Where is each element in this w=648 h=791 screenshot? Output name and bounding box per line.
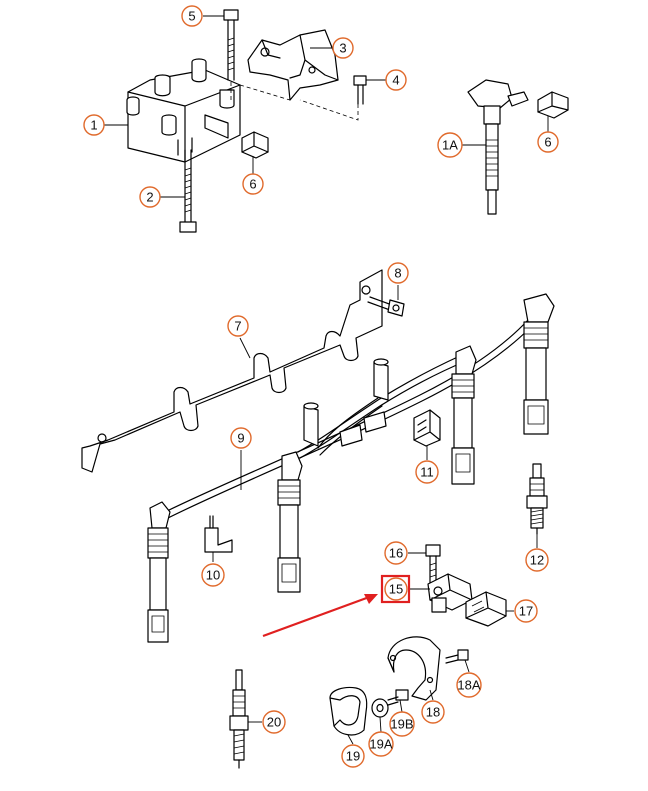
svg-text:19: 19 [346,749,360,764]
svg-text:3: 3 [339,41,346,56]
svg-text:8: 8 [394,266,401,281]
svg-text:6: 6 [544,135,551,150]
svg-text:2: 2 [146,190,153,205]
coil-bolt [179,149,197,233]
highlight-box-15 [380,574,411,604]
callout-16: 16 [384,541,408,565]
callout-3: 3 [332,37,354,59]
callout-20: 20 [262,710,286,734]
svg-text:15: 15 [389,582,403,597]
callout-17: 17 [514,599,538,623]
callout-4: 4 [385,69,407,91]
callout-5: 5 [181,5,203,27]
sensor-ring-19 [329,686,368,736]
svg-text:17: 17 [519,604,533,619]
bracket-bolt-8 [367,296,405,317]
spark-plug-12 [526,463,548,535]
callout-leaders [104,15,549,745]
connector-6-left [241,131,269,159]
svg-text:12: 12 [530,553,544,568]
glow-plug-20 [229,669,249,769]
sensor-15 [427,573,473,613]
svg-text:16: 16 [389,546,403,561]
svg-text:1A: 1A [442,138,458,153]
connector-6-right [537,91,569,119]
connector-17 [465,591,507,627]
coil-pack-1a [467,79,529,215]
callout-19a: 19A [368,731,394,757]
callout-7: 7 [227,315,249,337]
bolt-18a [445,649,469,664]
svg-text:1: 1 [90,118,97,133]
plug-boot-center [277,451,303,593]
svg-text:18: 18 [426,705,440,720]
svg-text:20: 20 [267,715,281,730]
coil-bracket [247,29,339,101]
callout-10: 10 [201,563,225,587]
callout-19b: 19B [389,711,415,737]
svg-text:9: 9 [237,431,244,446]
callout-11: 11 [415,460,439,484]
callout-6-left: 6 [242,173,264,195]
ignition-leads [164,319,533,519]
callout-2: 2 [139,186,161,208]
ignition-coil [126,58,241,163]
svg-text:4: 4 [392,73,399,88]
svg-text:6: 6 [249,177,256,192]
svg-text:11: 11 [420,465,434,480]
callout-12: 12 [525,548,549,572]
bolt-19b [387,689,409,706]
svg-text:5: 5 [188,9,195,24]
sensor-ring-18 [387,636,441,701]
red-pointer-arrow [262,594,378,638]
bracket-bolt [353,75,367,105]
svg-text:7: 7 [234,319,241,334]
callout-15: 15 [384,577,408,601]
callout-18a: 18A [456,672,482,698]
harness-bracket [81,269,383,473]
plug-boot-mid-right [451,345,477,485]
svg-text:19A: 19A [369,737,392,752]
top-bolt [223,9,239,81]
callout-6-right: 6 [537,131,559,153]
lead-clip-11 [413,409,441,447]
callout-8: 8 [387,262,409,284]
plug-boot-right [523,293,555,435]
callout-9: 9 [230,427,252,449]
callout-1a: 1A [437,132,463,158]
lead-clip-10 [204,515,233,553]
plug-boot-left [147,501,171,643]
callout-1: 1 [83,114,105,136]
callout-18: 18 [421,700,445,724]
svg-text:10: 10 [206,568,220,583]
washer-19a [371,698,389,718]
svg-text:18A: 18A [457,678,480,693]
svg-text:19B: 19B [390,717,413,732]
callout-19: 19 [341,744,365,768]
